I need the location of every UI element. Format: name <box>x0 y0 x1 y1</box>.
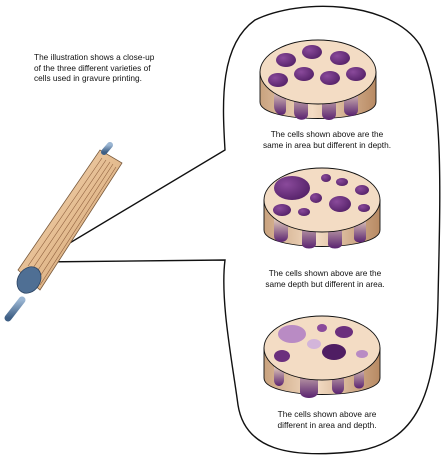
cell-cylinder-1 <box>259 39 377 120</box>
roller-shaft-bottom <box>4 296 26 322</box>
cells-equal-area <box>268 45 366 87</box>
caption-3-line-2: different in area and depth. <box>277 419 377 430</box>
caption-1-line-2: same in area but different in depth. <box>262 139 392 150</box>
intro-text: The illustration shows a close-up of the… <box>34 52 184 84</box>
caption-1-line-1: The cells shown above are the <box>270 129 384 139</box>
intro-line-2: of the three different varieties of <box>34 62 151 73</box>
caption-panel-2: The cells shown above are the same depth… <box>240 268 410 289</box>
cell-cylinder-2 <box>263 167 381 249</box>
cells-varied-area <box>273 174 370 216</box>
caption-panel-1: The cells shown above are the same in ar… <box>242 129 412 150</box>
caption-3-line-1: The cells shown above are <box>277 409 377 419</box>
roller-end-cap <box>16 266 42 294</box>
roller-printed-lines <box>27 157 117 286</box>
intro-line-3: cells used in gravure printing. <box>34 73 142 83</box>
caption-panel-3: The cells shown above are different in a… <box>242 409 412 430</box>
gravure-roller <box>4 142 123 322</box>
intro-line-1: The illustration shows a close-up <box>34 52 155 62</box>
caption-2-line-2: same depth but different in area. <box>265 278 385 289</box>
roller-shaft-top <box>101 142 113 155</box>
cell-cylinder-3 <box>263 315 381 398</box>
caption-2-line-1: The cells shown above are the <box>268 268 382 278</box>
cells-varied-area-depth <box>274 324 368 362</box>
